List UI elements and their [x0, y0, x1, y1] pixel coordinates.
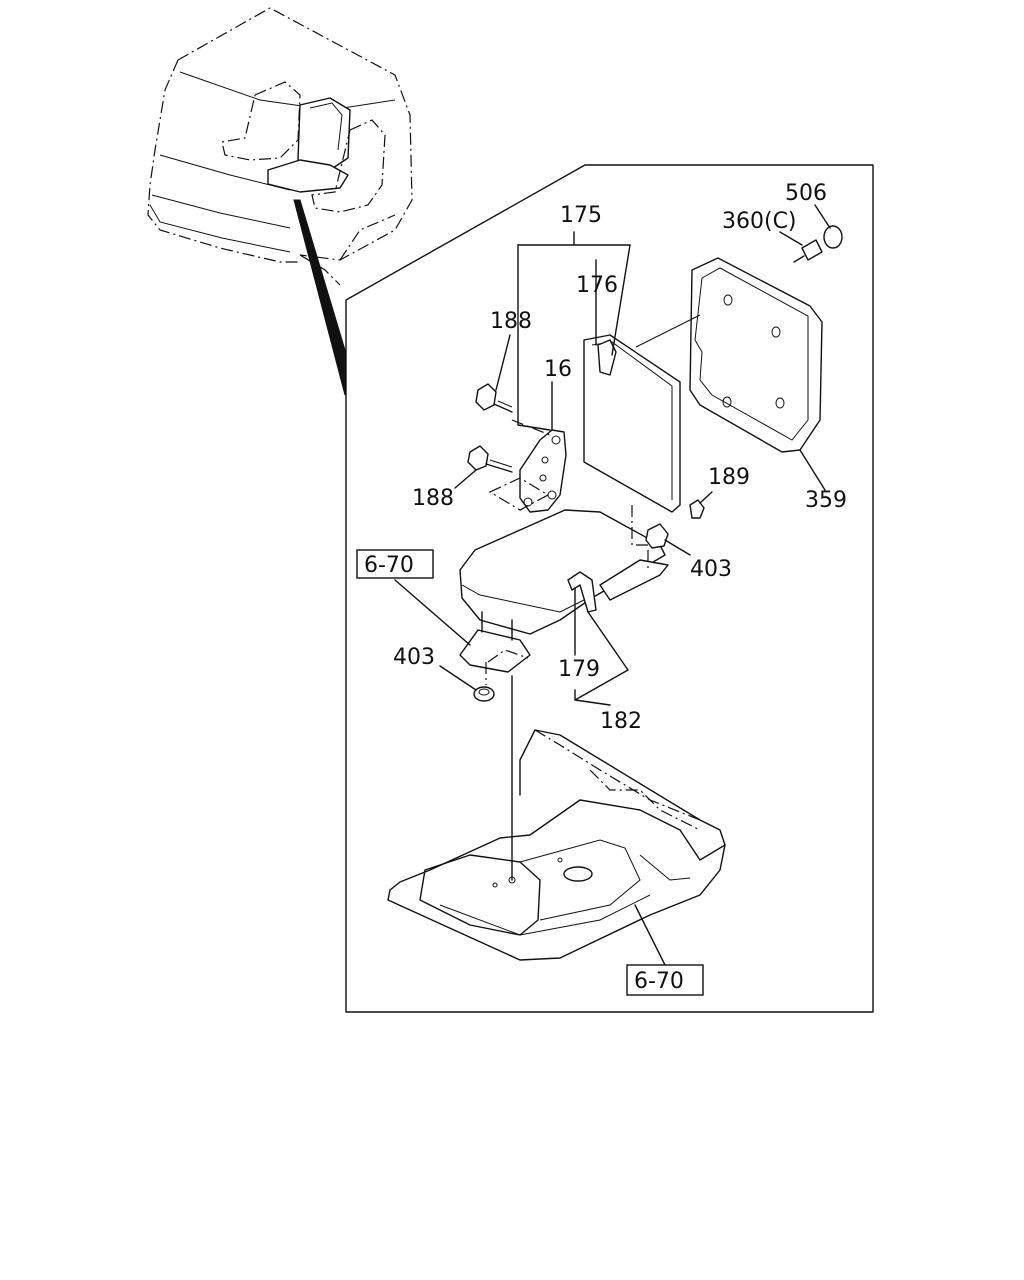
ref-label-lower: 6-70 — [634, 969, 684, 994]
hinge-bracket — [488, 419, 567, 513]
nut-403-right — [645, 523, 669, 568]
mounting-bracket — [459, 611, 531, 685]
label-16: 16 — [544, 357, 572, 382]
label-176: 176 — [576, 273, 618, 298]
seat-back-panel — [583, 334, 681, 513]
nut-403-left — [473, 686, 495, 702]
screw-360c — [793, 239, 823, 263]
ref-label-upper: 6-70 — [364, 553, 414, 578]
label-506: 506 — [785, 181, 827, 206]
label-403-right: 403 — [690, 557, 732, 582]
label-189: 189 — [708, 465, 750, 490]
bolt-188-upper — [475, 383, 513, 413]
label-188-upper: 188 — [490, 309, 532, 334]
label-188-lower: 188 — [412, 486, 454, 511]
label-403-left: 403 — [393, 645, 435, 670]
label-359: 359 — [805, 488, 847, 513]
nut-189 — [689, 499, 705, 519]
cap-506 — [823, 225, 843, 249]
label-360c: 360(C) — [722, 209, 797, 234]
label-175: 175 — [560, 203, 602, 228]
label-182: 182 — [600, 709, 642, 734]
ref-box-lower[interactable]: 6-70 — [626, 964, 704, 996]
seat-back-cover — [635, 257, 823, 453]
cab-overview-illustration — [147, 7, 413, 396]
detail-frame — [345, 164, 874, 1013]
ref-box-upper[interactable]: 6-70 — [356, 549, 434, 579]
leader-lines — [394, 204, 831, 966]
label-179: 179 — [558, 657, 600, 682]
floor-panel-illustration — [387, 729, 726, 961]
seat-cushion — [459, 505, 669, 635]
bolt-188-lower — [467, 445, 513, 473]
